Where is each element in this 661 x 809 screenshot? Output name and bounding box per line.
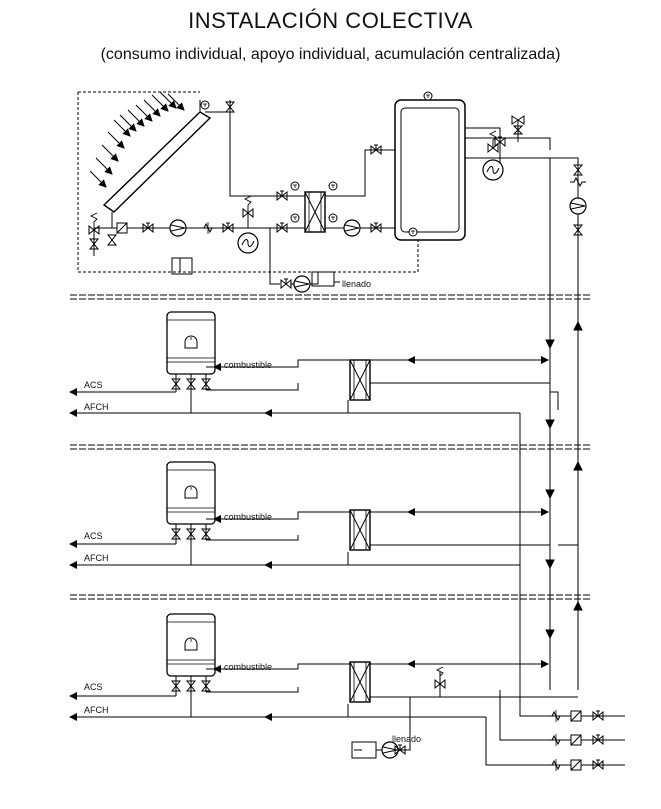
three-way-valve-icon bbox=[511, 115, 525, 135]
check-valve-icon bbox=[547, 733, 565, 747]
cold-water-inlets bbox=[545, 715, 625, 766]
filling-unit-top bbox=[171, 257, 340, 293]
boiler-icon bbox=[166, 461, 216, 525]
page-subtitle: (consumo individual, apoyo individual, a… bbox=[100, 46, 561, 63]
floor-3-acs-label: ACS bbox=[84, 682, 103, 692]
page-title: INSTALACIÓN COLECTIVA bbox=[188, 8, 473, 33]
thermometer-icon bbox=[290, 213, 300, 223]
expansion-vessel-icon bbox=[237, 232, 259, 254]
secondary-pump-icon bbox=[343, 219, 361, 237]
check-valve-icon bbox=[570, 710, 582, 722]
llenado-label-bottom: llenado bbox=[392, 734, 421, 744]
storage-tank-icon bbox=[394, 99, 466, 241]
solar-heat-exchanger-icon bbox=[304, 191, 326, 233]
sun-rays-icon bbox=[89, 91, 185, 188]
check-valve-icon bbox=[547, 709, 565, 723]
check-valve-icon bbox=[547, 758, 565, 772]
check-valve-icon bbox=[199, 221, 217, 235]
solar-pump-icon bbox=[169, 219, 187, 237]
check-valve-icon bbox=[570, 734, 582, 746]
floor-1 bbox=[69, 311, 559, 717]
floor-1-heat-exchanger-icon bbox=[349, 359, 371, 401]
thermometer-icon bbox=[328, 213, 338, 223]
floor-2-heat-exchanger-icon bbox=[349, 509, 371, 551]
floor-1-fuel-label: combustible bbox=[224, 360, 272, 370]
thermometer-icon bbox=[423, 91, 433, 101]
expansion-vessel-icon bbox=[482, 159, 504, 181]
floor-2-afch-label: AFCH bbox=[84, 553, 109, 563]
filling-unit-bottom bbox=[351, 741, 406, 759]
floor-1-afch-label: AFCH bbox=[84, 402, 109, 412]
floor-3-fuel-label: combustible bbox=[224, 662, 272, 672]
floor-2-fuel-label: combustible bbox=[224, 512, 272, 522]
thermometer-icon bbox=[408, 227, 418, 237]
safety-valve-icon bbox=[487, 130, 499, 153]
valve-icon bbox=[107, 234, 117, 246]
floor-3-afch-label: AFCH bbox=[84, 705, 109, 715]
check-valve-icon bbox=[116, 222, 128, 234]
solar-collector-icon bbox=[102, 100, 212, 213]
thermometer-icon bbox=[290, 181, 300, 191]
floor-2-acs-label: ACS bbox=[84, 531, 103, 541]
check-valve-icon bbox=[570, 759, 582, 771]
check-valve-icon bbox=[569, 175, 587, 189]
floor-2 bbox=[69, 461, 578, 569]
floor-separators bbox=[70, 294, 592, 600]
floor-3 bbox=[69, 613, 578, 766]
llenado-label-top: llenado bbox=[342, 279, 371, 289]
solar-circuit bbox=[77, 91, 579, 690]
floor-1-acs-label: ACS bbox=[84, 380, 103, 390]
boiler-icon bbox=[166, 311, 216, 375]
recirculation-pump-icon bbox=[569, 197, 587, 215]
thermometer-icon bbox=[200, 100, 210, 110]
thermometer-icon bbox=[328, 181, 338, 191]
floor-3-heat-exchanger-icon bbox=[349, 661, 371, 703]
boiler-icon bbox=[166, 613, 216, 677]
